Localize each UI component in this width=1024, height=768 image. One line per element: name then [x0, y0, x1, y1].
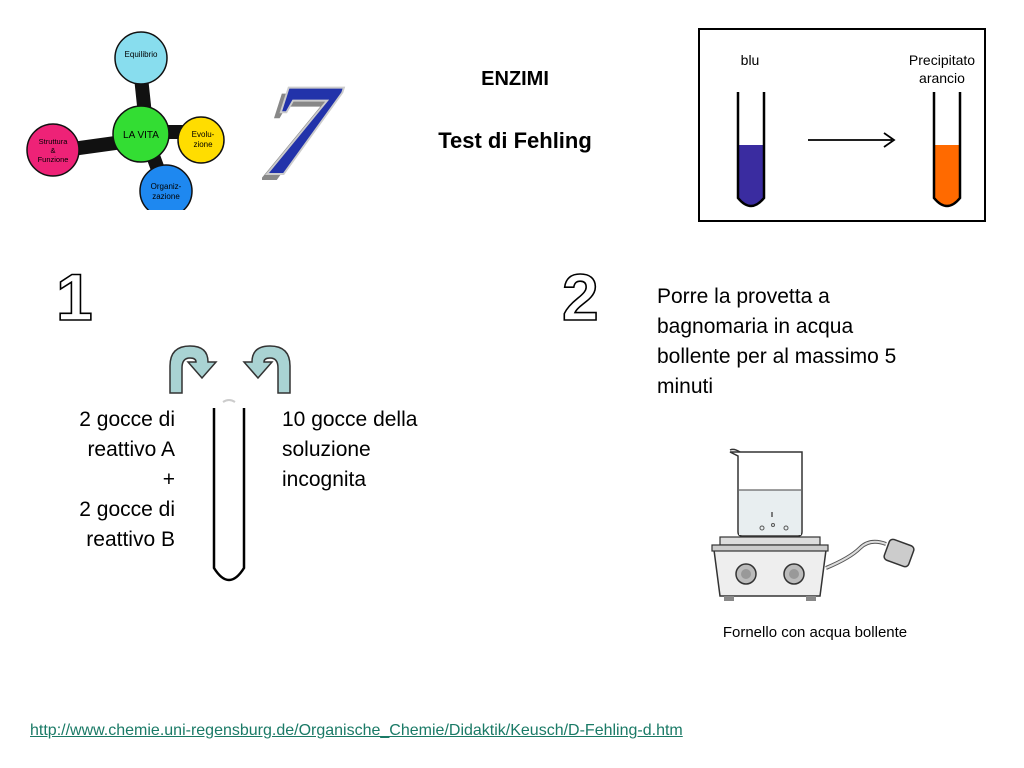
precipitato-label-2: arancio: [919, 70, 965, 86]
right-curved-arrow-icon: [242, 345, 291, 394]
logo-right-circle: [177, 116, 225, 164]
hot-plate-illustration: [711, 448, 915, 601]
slide-number: 7 7: [262, 70, 350, 185]
svg-text:Evolu-: Evolu-: [192, 130, 215, 139]
hot-plate-caption: Fornello con acqua bollente: [722, 624, 908, 641]
svg-text:Organiz-: Organiz-: [151, 182, 182, 191]
logo-center-label: LA VITA: [123, 130, 159, 141]
blue-tube-liquid: [738, 145, 764, 206]
logo-top-label: Equilibrio: [125, 50, 158, 59]
step-1-reagents-text: 2 gocce di reattivo A + 2 gocce di reatt…: [79, 408, 175, 551]
step-1-solution-text: 10 gocce della soluzione incognita: [282, 408, 418, 491]
svg-text:&: &: [50, 146, 55, 155]
logo-bottom-circle: [139, 164, 193, 210]
result-box: blu Precipitato arancio: [698, 28, 986, 222]
step-1-test-tube: [212, 399, 246, 582]
orange-tube-liquid: [934, 145, 960, 206]
page-title: ENZIMI: [481, 68, 549, 90]
svg-text:Struttura: Struttura: [39, 137, 69, 146]
svg-text:7: 7: [262, 70, 349, 185]
pour-arrows: [169, 345, 291, 394]
result-tubes: [736, 92, 962, 208]
left-curved-arrow-icon: [169, 345, 218, 394]
step-2-instruction-text: Porre la provetta a bagnomaria in acqua …: [657, 285, 897, 398]
blu-label: blu: [740, 52, 760, 68]
logo-center-circle: [112, 105, 170, 163]
step-1-number: 1: [55, 262, 93, 327]
power-plug-icon: [883, 538, 915, 568]
la-vita-logo: LA VITA Equilibrio Struttura & Funzione …: [26, 31, 225, 210]
source-link[interactable]: http://www.chemie.uni-regensburg.de/Orga…: [30, 722, 683, 739]
logo-left-circle: [26, 123, 80, 177]
svg-text:Funzione: Funzione: [38, 155, 69, 164]
svg-text:zione: zione: [193, 140, 213, 149]
blue-tube: [736, 92, 766, 208]
orange-tube: [932, 92, 962, 208]
step-2-number: 2: [561, 262, 599, 327]
svg-text:zazione: zazione: [152, 192, 180, 201]
page-subtitle: Test di Fehling: [438, 128, 592, 153]
logo-top-circle: [114, 31, 168, 85]
hot-plate-body: [713, 549, 827, 597]
precipitato-label-1: Precipitato: [908, 52, 976, 68]
svg-text:2: 2: [562, 262, 599, 327]
svg-text:1: 1: [56, 262, 93, 327]
